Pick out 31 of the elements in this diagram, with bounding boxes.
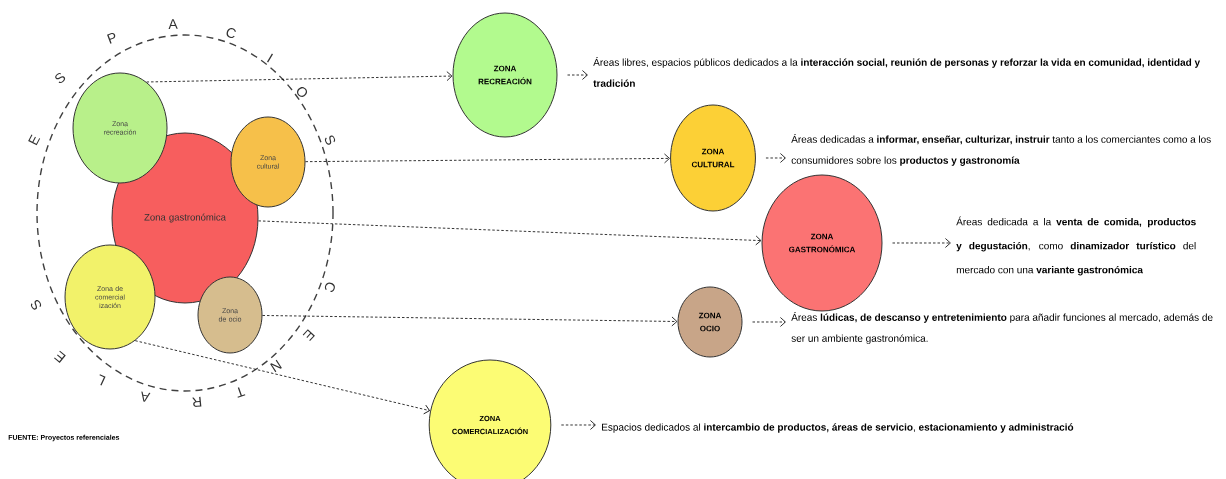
arrow xyxy=(146,71,453,83)
ring-letter: L xyxy=(99,374,106,386)
description-text: Espacios dedicados al intercambio de productos, áreas de servicio, estacionamiento y administració xyxy=(602,423,1074,433)
description-text: Áreas lúdicas, de descanso y entretenimiento para añadir funciones al mercado, además de ser un ambiente gastronómica. xyxy=(791,312,1213,344)
ring-letter: C xyxy=(226,28,236,39)
ring-letter: C xyxy=(324,282,335,293)
ring-letter: T xyxy=(237,387,246,398)
ring-letter: I xyxy=(267,53,273,63)
arrow xyxy=(765,153,786,163)
ring-letter: P xyxy=(107,32,116,44)
ring-letter: N xyxy=(270,359,282,373)
ring-letter: E xyxy=(302,329,315,342)
ring-letter: E xyxy=(28,134,41,146)
arrow xyxy=(567,70,588,80)
description-text: Áreas dedicada a la venta de comida, productos y degustación, como dinamizador turístico del mercado con una variante gastronómica xyxy=(956,216,1196,276)
description-text: Áreas libres, espacios públicos dedicados a la interacción social, reunión de personas y reforzar la vida en comunidad, identidad y tradición xyxy=(593,57,1201,87)
ring-letter: R xyxy=(192,396,202,407)
ring-letter: E xyxy=(54,350,66,363)
arrow xyxy=(134,340,430,415)
arrow xyxy=(305,153,670,164)
ring-letter: A xyxy=(141,391,151,402)
arrow xyxy=(262,315,678,327)
ring-letter: S xyxy=(30,300,42,310)
arrow xyxy=(258,220,762,246)
ring-letter: S xyxy=(324,135,336,145)
ring-letter: O xyxy=(296,86,308,97)
arrow xyxy=(892,238,951,248)
arrow xyxy=(752,317,786,327)
description-text: Áreas dedicadas a informar, enseñar, culturizar, instruir tanto a los comerciantes como a los consumidores sobre los productos y gastronomía xyxy=(791,134,1211,166)
ring-letter: A xyxy=(168,19,178,29)
arrow xyxy=(560,420,596,430)
